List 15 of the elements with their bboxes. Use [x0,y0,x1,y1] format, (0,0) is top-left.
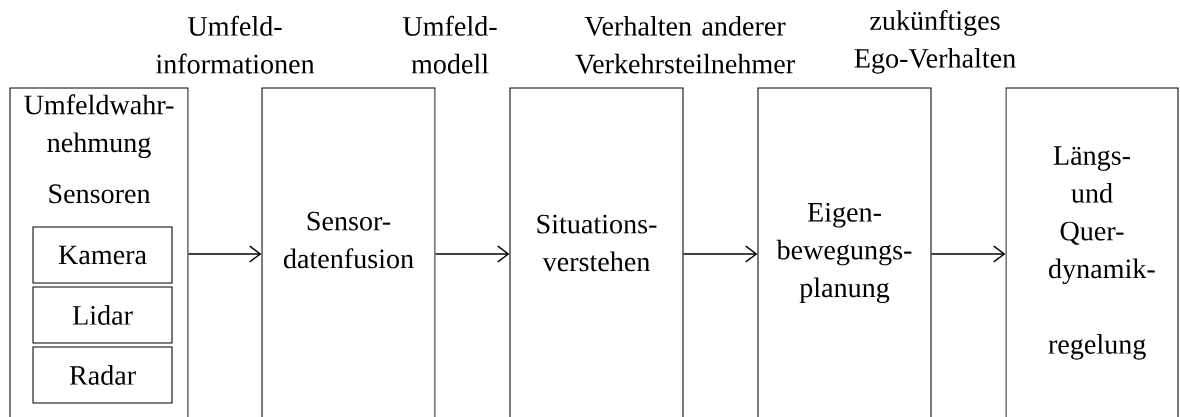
process-box: Längs- und Quer- dynamik- regelung [1005,87,1179,417]
sensor-box: Lidar [32,286,173,344]
process-box: Eigen- bewegungs- planung [757,87,932,417]
flow-label: Umfeld- informationen [155,15,315,74]
flow-label: Umfeld- modell [402,15,497,74]
sensor-box: Radar [32,346,173,404]
arrow [187,245,262,263]
arrow [434,245,510,263]
flow-label: Verhalten anderer Verkehrsteilnehmer [575,15,795,74]
process-box: Situations- verstehen [509,87,684,417]
flow-label: zukünftiges Ego-Verhalten [854,10,1016,74]
sensor-box: Kamera [32,226,173,284]
arrow [682,245,758,263]
process-box: Sensor- datenfusion [261,87,436,417]
arrow [930,245,1006,263]
